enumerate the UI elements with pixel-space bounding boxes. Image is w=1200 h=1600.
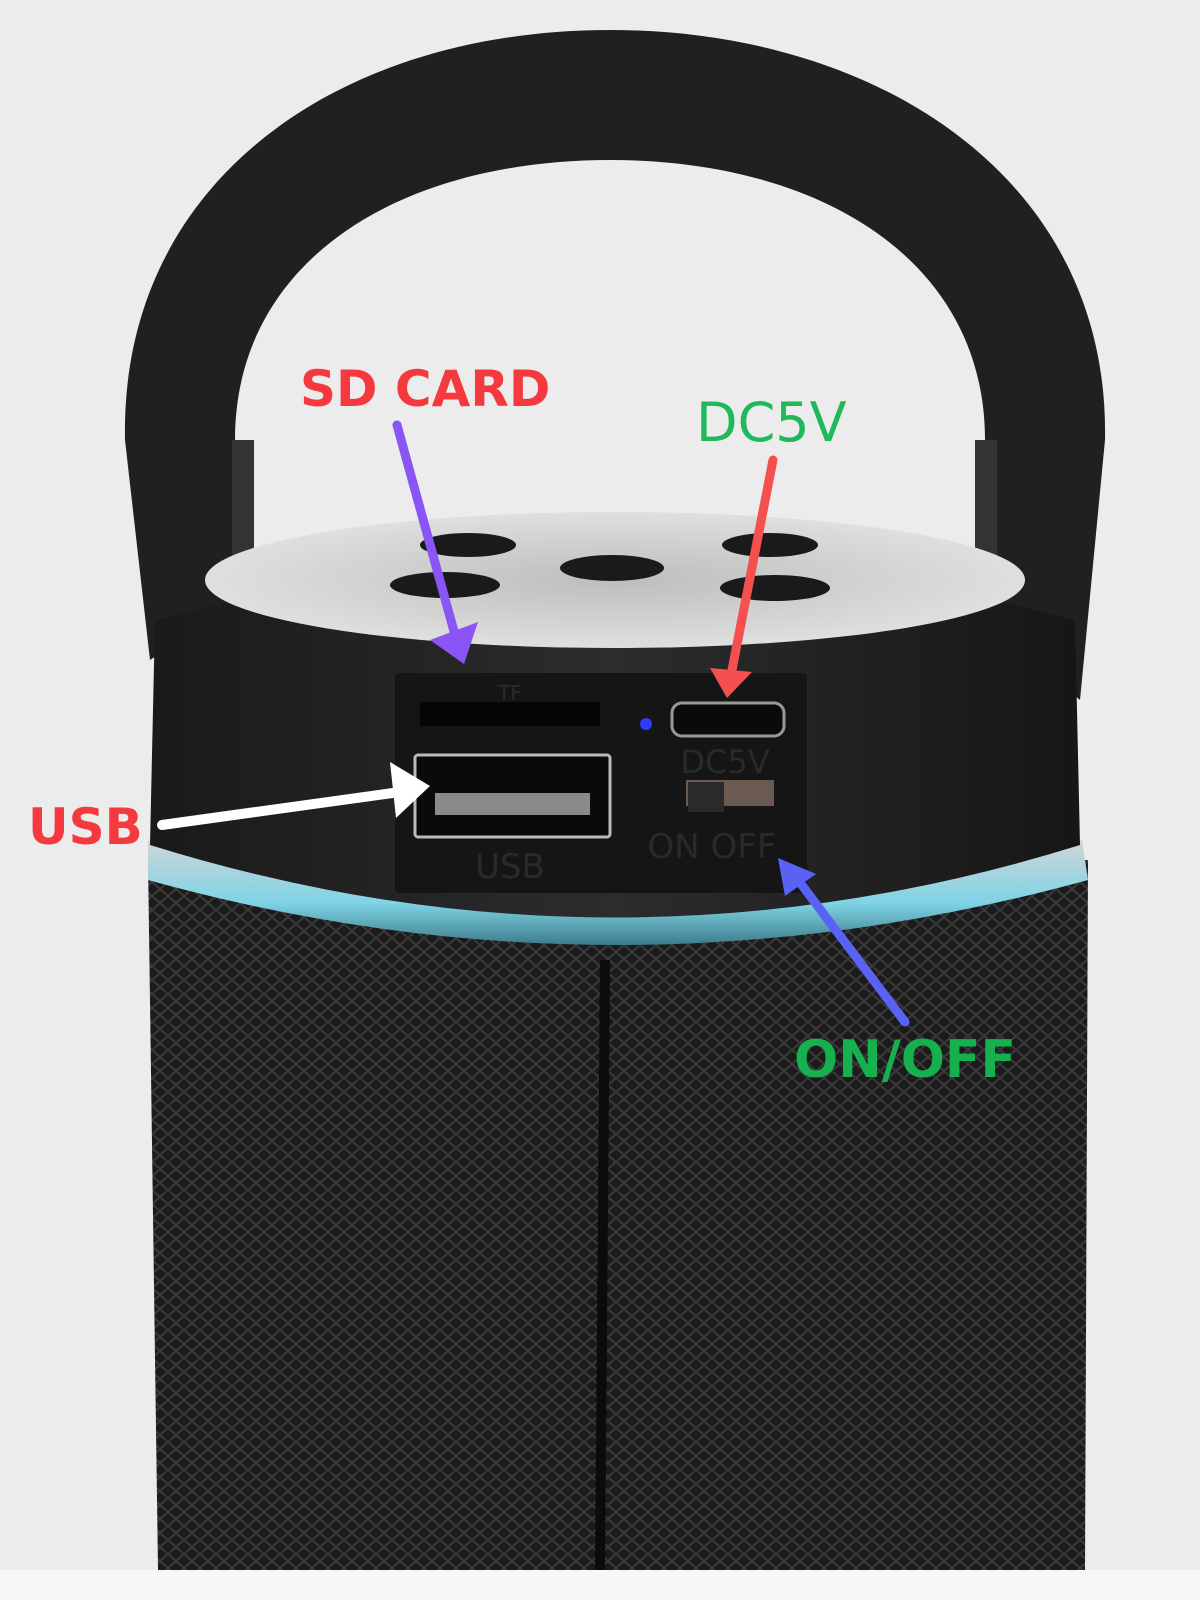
tf-marking: TF: [497, 681, 522, 705]
fabric-body: [148, 860, 1088, 1570]
power-switch-knob: [688, 782, 724, 812]
dc5v-arrow: [710, 455, 778, 698]
sd-card-label: SD CARD: [300, 360, 551, 418]
dc5v-marking: DC5V: [680, 743, 769, 781]
arrowhead: [710, 668, 752, 698]
arrowhead: [430, 622, 478, 664]
handle: [124, 30, 1106, 700]
handle-hinge-left: [232, 440, 254, 560]
button: [720, 575, 830, 601]
usb-tongue: [435, 793, 590, 815]
dc5v-label: DC5V: [696, 391, 847, 454]
on-off-label: ON/OFF: [794, 1030, 1016, 1090]
arrowhead: [390, 762, 430, 818]
handle-hinge-right: [975, 440, 997, 560]
light-ring: [148, 840, 1088, 945]
button: [420, 533, 516, 557]
usb-marking: USB: [475, 847, 545, 887]
indicator-led: [640, 718, 652, 730]
usb-arrow: [157, 762, 430, 830]
sd-card-arrow: [392, 420, 478, 664]
usb-label: USB: [28, 798, 143, 856]
table-surface: [0, 1570, 1200, 1600]
micro-usb-port: [670, 701, 786, 738]
fabric-seam: [595, 959, 610, 1571]
arrowhead: [778, 858, 816, 896]
button: [560, 555, 664, 581]
on-off-arrow: [778, 858, 910, 1027]
sd-card-slot: [420, 702, 600, 726]
switch-marking: ON OFF: [648, 827, 777, 867]
button: [722, 533, 818, 557]
